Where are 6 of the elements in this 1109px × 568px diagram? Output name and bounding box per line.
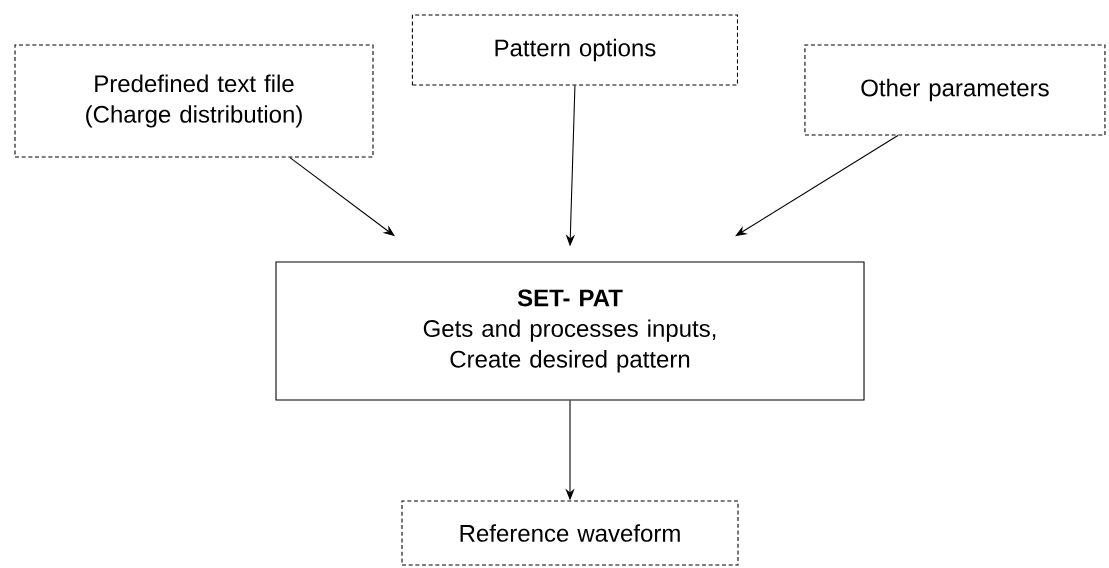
dashed-box: Pattern options xyxy=(411,14,738,86)
process-box: SET- PAT Gets and processes inputs, Create desired pattern xyxy=(275,261,865,401)
dashed-box: Reference waveform xyxy=(401,500,739,566)
arrow xyxy=(735,135,899,237)
dashed-box: Other parameters xyxy=(804,44,1106,136)
dashed-box: Predefined text file (Charge distribution) xyxy=(14,44,374,158)
